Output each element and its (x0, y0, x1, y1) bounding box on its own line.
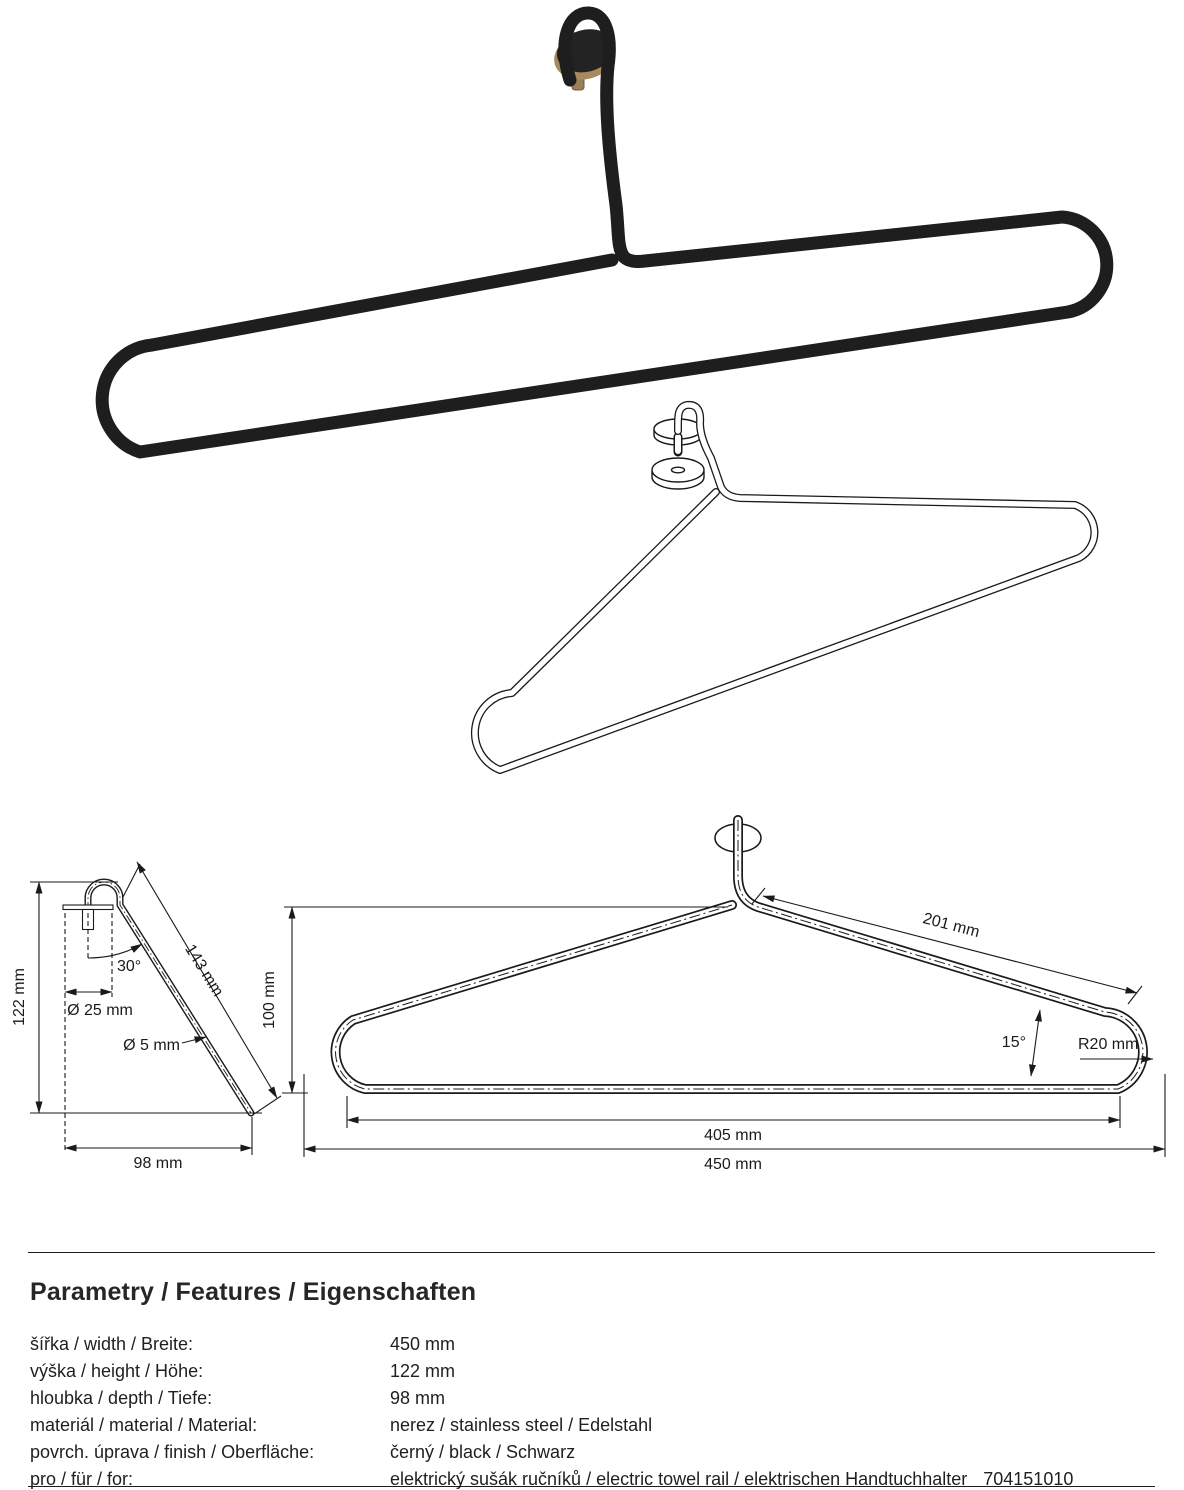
param-row-depth: hloubka / depth / Tiefe: 98 mm (30, 1385, 1073, 1412)
front-wire (330, 815, 1148, 1094)
param-value: 122 mm (390, 1361, 456, 1381)
outline-hanger-wire (470, 400, 1099, 774)
loose-washer (651, 457, 705, 490)
front-radius-label: R20 mm (1078, 1036, 1138, 1053)
dim-450 (303, 1074, 1166, 1157)
side-view-drawing: 122 mm 30° Ø 25 mm Ø 5 mm 143 mm 98 mm (11, 861, 282, 1172)
dim-98 (64, 1117, 253, 1155)
dim-122 (30, 881, 262, 1114)
front-view-drawing: 100 mm 201 mm 15° R20 mm 405 mm 450 mm (261, 815, 1166, 1173)
side-angle-label: 30° (117, 958, 141, 975)
product-photo (95, 6, 1114, 459)
side-wire-dia-label: Ø 5 mm (123, 1037, 180, 1054)
param-label: pro / für / for: (30, 1469, 134, 1489)
hanger-wire (95, 6, 1114, 459)
param-label: materiál / material / Material: (30, 1415, 258, 1435)
top-divider (28, 1252, 1155, 1253)
param-row-finish: povrch. úprava / finish / Oberfläche: čer… (30, 1439, 1073, 1466)
side-depth-label: 98 mm (134, 1155, 183, 1172)
dim-15deg (1029, 1009, 1042, 1077)
param-label: povrch. úprava / finish / Oberfläche: (30, 1442, 315, 1462)
dim-30deg (87, 913, 143, 959)
side-washer-dia-label: Ø 25 mm (67, 1002, 133, 1019)
param-row-height: výška / height / Höhe: 122 mm (30, 1358, 1073, 1385)
param-value: nerez / stainless steel / Edelstahl (390, 1415, 653, 1435)
side-height-label: 122 mm (11, 968, 28, 1026)
param-value: 98 mm (390, 1388, 446, 1408)
dim-405 (346, 1096, 1121, 1128)
param-row-width: šířka / width / Breite: 450 mm (30, 1331, 1073, 1358)
side-arm-length-label: 143 mm (181, 942, 226, 1000)
parameters-heading: Parametry / Features / Eigenschaften (30, 1278, 477, 1306)
dim-25 (64, 913, 113, 1150)
param-label: výška / height / Höhe: (30, 1361, 204, 1381)
front-overall-width-label: 450 mm (704, 1156, 762, 1173)
product-code: 704151010 (983, 1469, 1074, 1489)
param-label: šířka / width / Breite: (30, 1334, 194, 1354)
param-value: 450 mm (390, 1334, 456, 1354)
side-screw (81, 908, 95, 931)
param-value: elektrický sušák ručníků / electric towe… (390, 1469, 968, 1489)
dim-201 (751, 887, 1143, 1005)
param-value: černý / black / Schwarz (390, 1442, 576, 1462)
param-row-for: pro / für / for: elektrický sušák ručníků… (30, 1466, 1073, 1490)
front-angle-label: 15° (1002, 1034, 1026, 1051)
bottom-divider (28, 1486, 1155, 1487)
side-washer (62, 904, 114, 911)
parameters-table: šířka / width / Breite: 450 mm výška / he… (30, 1331, 1073, 1490)
param-label: hloubka / depth / Tiefe: (30, 1388, 213, 1408)
dim-100 (282, 906, 728, 1094)
front-inner-width-label: 405 mm (704, 1127, 762, 1144)
param-row-material: materiál / material / Material: nerez / s… (30, 1412, 1073, 1439)
outline-drawing (470, 400, 1099, 774)
dim-143 (122, 861, 282, 1115)
front-arm-label: 201 mm (921, 910, 981, 941)
front-height-label: 100 mm (261, 971, 278, 1029)
